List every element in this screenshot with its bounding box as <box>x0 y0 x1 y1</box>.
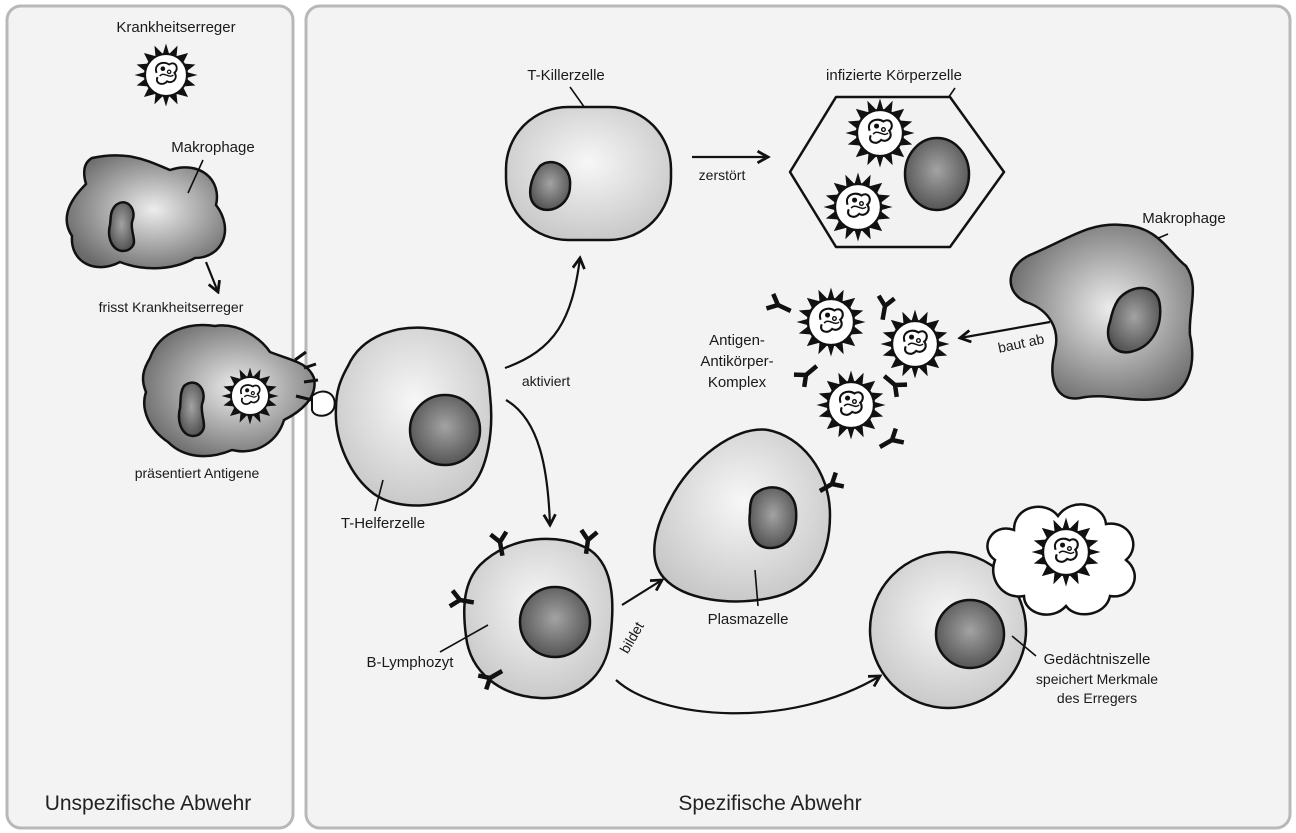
label-memory-line3: des Erregers <box>1057 690 1137 706</box>
label-activates: aktiviert <box>522 373 570 389</box>
label-memory-line2: speichert Merkmale <box>1036 671 1158 687</box>
arrow-activates-killer <box>504 258 580 370</box>
arrow-forms <box>621 580 662 606</box>
macrophage-left <box>65 154 227 270</box>
label-eats-pathogen: frisst Krankheitserreger <box>99 299 244 315</box>
section-title-unspecific: Unspezifische Abwehr <box>45 792 252 815</box>
label-memory-line1: Gedächtniszelle <box>1044 651 1151 668</box>
pointer-plasma-cell <box>754 569 759 607</box>
label-presents-antigens: präsentiert Antigene <box>135 465 260 481</box>
pointer-b-lymphocyte <box>439 624 489 653</box>
macrophage-presenting <box>141 323 336 458</box>
infected-body-cell <box>788 95 1006 249</box>
label-macrophage-right: Makrophage <box>1142 210 1225 227</box>
label-destroys: zerstört <box>699 167 746 183</box>
arrow-breaks-down <box>960 320 1051 338</box>
pointer-macrophage-left <box>187 159 204 194</box>
arrow-eats <box>204 261 218 292</box>
label-complex-line2: Antikörper- <box>700 353 773 370</box>
label-complex-line1: Antigen- <box>709 332 765 349</box>
pointer-memory-cell <box>1011 635 1037 657</box>
memory-thought-bubble <box>986 503 1136 616</box>
t-killer-cell <box>504 105 673 242</box>
pointer-t-helper <box>374 479 384 512</box>
label-plasma-cell: Plasmazelle <box>708 611 789 628</box>
label-b-lymphocyte: B-Lymphozyt <box>367 654 455 671</box>
label-t-killer: T-Killerzelle <box>527 67 605 84</box>
label-complex-line3: Komplex <box>708 374 767 391</box>
label-t-helper: T-Helferzelle <box>341 515 425 532</box>
memory-cell <box>868 550 1028 710</box>
label-macrophage-left: Makrophage <box>171 139 254 156</box>
arrow-activates-b <box>505 399 550 525</box>
label-infected-cell: infizierte Körperzelle <box>826 67 962 84</box>
section-title-specific: Spezifische Abwehr <box>678 792 861 815</box>
label-pathogen: Krankheitserreger <box>116 19 235 36</box>
plasma-cell <box>653 428 844 603</box>
macrophage-right <box>1009 223 1195 401</box>
arrow-memory <box>615 676 880 715</box>
t-helper-cell <box>334 326 493 507</box>
b-lymphocyte <box>450 530 614 700</box>
